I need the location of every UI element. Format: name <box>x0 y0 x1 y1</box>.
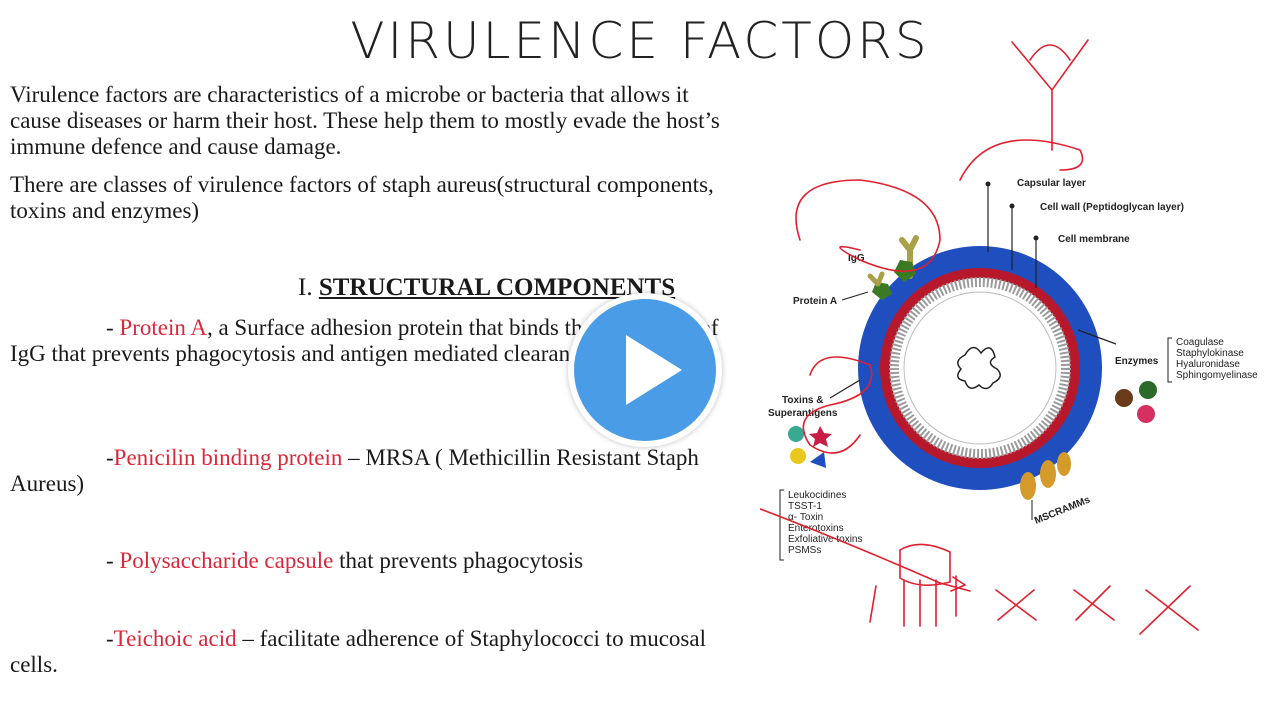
item-text: – facilitate adherence of Staphylococci … <box>10 626 706 677</box>
cell-membrane-dot <box>1033 235 1039 241</box>
video-play-button[interactable] <box>568 293 722 447</box>
staph-diagram: Capsular layer Cell wall (Peptidoglycan … <box>760 39 1258 635</box>
enzymes-bracket <box>1167 337 1172 383</box>
annotation-x-1 <box>995 589 1037 621</box>
toxin-item: Enterotoxins <box>788 523 844 534</box>
page-title: VIRULENCE FACTORS <box>350 12 930 70</box>
cytoplasm <box>903 291 1057 445</box>
section-number: I. <box>298 274 313 301</box>
item-term: Polysaccharide capsule <box>119 548 334 573</box>
item-text: that prevents phagocytosis <box>333 548 584 573</box>
toxin-shape-star <box>809 426 832 447</box>
section-heading: I. STRUCTURAL COMPONENTS <box>298 274 675 302</box>
mscramm-shape <box>1040 460 1056 488</box>
toxin-shape-triangle <box>810 452 826 468</box>
enzymes-label: Enzymes <box>1115 356 1159 367</box>
toxin-item: Exfoliative toxins <box>788 534 862 545</box>
toxin-item: Leukocidines <box>788 490 846 501</box>
annotation-arc-top <box>959 139 1084 181</box>
toxin-item: α- Toxin <box>788 512 823 523</box>
item-dash: - <box>106 445 114 470</box>
igg-icon-2 <box>867 271 885 287</box>
item-dash: - <box>106 548 120 573</box>
enzyme-shape-green <box>1139 381 1157 399</box>
toxins-bracket <box>779 489 784 561</box>
cell-membrane-label: Cell membrane <box>1058 234 1130 245</box>
cell-membrane-ring <box>889 277 1071 459</box>
capsular-layer-label: Capsular layer <box>1017 178 1086 189</box>
mscramms-label: MSCRAMMs <box>1033 494 1092 526</box>
annotation-x-2 <box>1073 585 1115 621</box>
enzyme-shape-brown <box>1115 389 1133 407</box>
toxin-shape-teal <box>788 426 804 442</box>
annotation-x-3 <box>1139 585 1199 635</box>
item-term: Teichoic acid <box>113 626 237 651</box>
list-item: - Polysaccharide capsule that prevents p… <box>10 548 740 574</box>
nucleoid-dna <box>957 346 1001 390</box>
item-dash: - <box>106 626 114 651</box>
mscramm-shape <box>1020 472 1036 500</box>
protein-a-label: Protein A <box>793 296 837 307</box>
list-item: -Teichoic acid – facilitate adherence of… <box>10 626 740 678</box>
cell-wall-dot <box>1009 203 1015 209</box>
red-annotations <box>760 39 1199 635</box>
annotation-loop-left <box>795 179 941 273</box>
annotation-antibody-y <box>1011 39 1089 151</box>
item-dash: - <box>106 315 120 340</box>
intro-paragraph-1: Virulence factors are characteristics of… <box>10 82 720 159</box>
enzyme-item: Sphingomyelinase <box>1176 370 1258 381</box>
toxins-label: Toxins & <box>782 395 823 406</box>
protein-a-icon-2 <box>872 282 892 300</box>
intro-paragraph-2: There are classes of virulence factors o… <box>10 172 714 223</box>
enzyme-item: Staphylokinase <box>1176 348 1244 359</box>
enzyme-item: Hyaluronidase <box>1176 359 1240 370</box>
cell-wall-label: Cell wall (Peptidoglycan layer) <box>1040 202 1184 213</box>
annotation-scribble-box <box>869 543 957 627</box>
play-icon <box>626 335 682 405</box>
annotation-arrow <box>760 508 971 592</box>
section-title: STRUCTURAL COMPONENTS <box>318 274 676 301</box>
item-term: Penicilin binding protein <box>113 445 343 470</box>
mscramm-shape <box>1057 452 1071 476</box>
enzymes-pointer-line <box>1077 329 1117 345</box>
enzyme-shape-pink <box>1137 405 1155 423</box>
toxin-item: TSST-1 <box>788 501 822 512</box>
enzyme-item: Coagulase <box>1176 337 1224 348</box>
protein-a-pointer-line <box>841 291 869 301</box>
toxin-item: PSMSs <box>788 545 821 556</box>
annotation-loop-toxins <box>802 356 873 454</box>
list-item: -Penicilin binding protein – MRSA ( Meth… <box>10 445 740 497</box>
toxin-shape-yellow <box>790 448 806 464</box>
capsular-dot <box>985 181 991 187</box>
toxins-pointer-line <box>829 379 861 399</box>
toxins-label: Superantigens <box>768 408 838 419</box>
item-term: Protein A <box>119 315 207 340</box>
item-text: – MRSA ( Methicillin Resistant Staph Aur… <box>10 445 699 496</box>
